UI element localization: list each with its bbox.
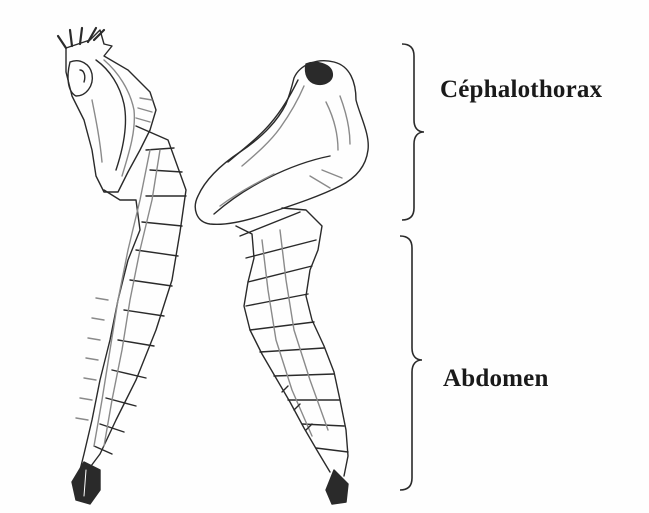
cephalothorax-label: Céphalothorax: [440, 76, 602, 104]
abdomen-label: Abdomen: [443, 365, 549, 393]
